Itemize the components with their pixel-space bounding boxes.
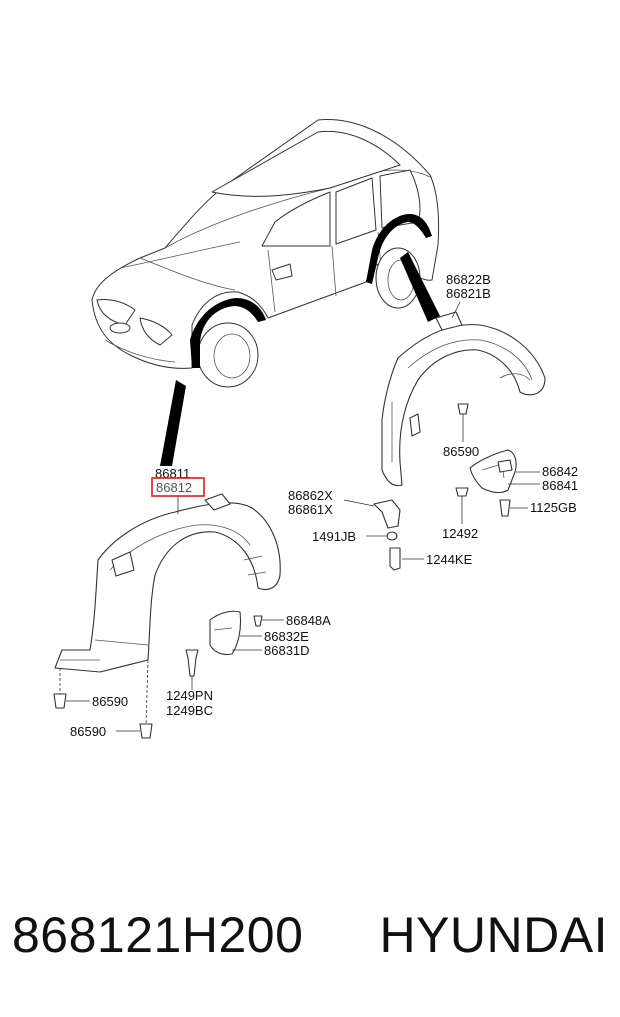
nut-1491jb [366,531,398,541]
rear-screw-1125gb [499,499,528,517]
label-86832e: 86832E [264,629,309,644]
label-1491jb: 1491JB [312,529,356,544]
label-86841: 86841 [542,478,578,493]
label-12492: 12492 [442,526,478,541]
front-clip-86590-b [116,659,153,739]
label-1249pn: 1249PN [166,688,213,703]
bolt-1244ke [389,547,424,571]
label-86822b: 86822B [446,272,491,287]
front-arrow [160,380,186,466]
front-wheel-liner [54,493,281,673]
front-clip-86590-a [53,668,90,709]
rear-clip-12492 [455,487,469,524]
label-front-86590-a: 86590 [92,694,128,709]
label-rear-86590: 86590 [443,444,479,459]
label-86831d: 86831D [264,643,310,658]
car-illustration [91,119,440,388]
label-86861x: 86861X [288,502,333,517]
rear-mud-flap [469,449,517,494]
label-86862x: 86862X [288,488,333,503]
label-86842: 86842 [542,464,578,479]
brand-name: HYUNDAI [379,907,608,963]
label-1125gb: 1125GB [530,500,577,515]
rear-wheel-liner [381,311,546,487]
front-clip-86848a [253,615,284,627]
bracket-86862x [343,499,401,529]
label-86812-highlighted: 86812 [156,480,192,495]
parts-diagram: 86811 86812 86822B 86821B 86590 86842 86… [53,119,578,739]
front-mud-flap [209,610,262,656]
rear-clip-86590 [457,403,469,442]
part-number: 868121H200 [12,907,304,963]
label-front-86590-b: 86590 [70,724,106,739]
highlight-box [151,477,205,497]
label-86848a: 86848A [286,613,331,628]
label-1244ke: 1244KE [426,552,473,567]
front-screw-1249pn [185,649,199,690]
label-86821b: 86821B [446,286,491,301]
rear-arrow [400,252,440,322]
label-1249bc: 1249BC [166,703,213,718]
